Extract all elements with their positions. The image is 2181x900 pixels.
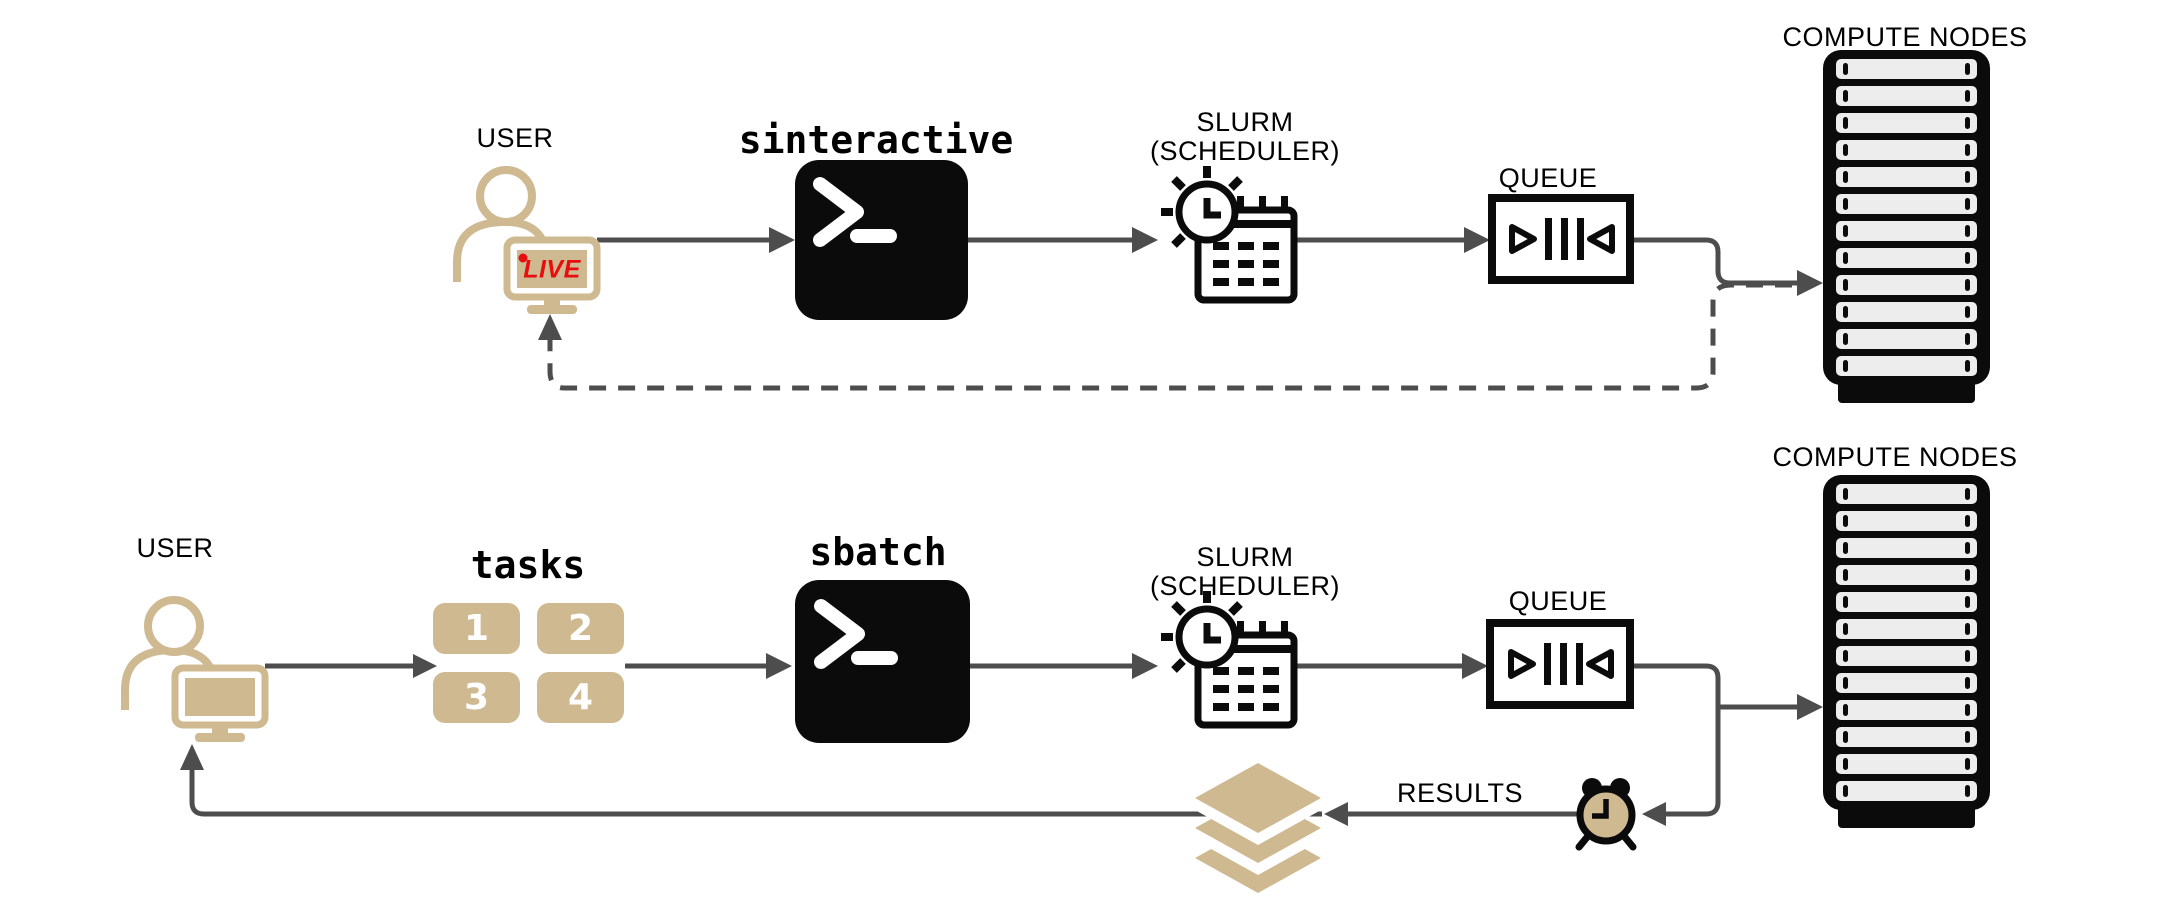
- label-queue-bottom: QUEUE: [1508, 586, 1608, 616]
- label-results: RESULTS: [1396, 778, 1524, 808]
- arrowhead-rack-bottom: [1797, 694, 1823, 720]
- terminal-prompt-chevron: [813, 177, 864, 247]
- rack-pedestal: [1838, 806, 1975, 828]
- line-queue-down-bottom: [1630, 663, 1721, 817]
- scheduler-icon-bottom: [1161, 591, 1298, 729]
- terminal-icon-sbatch: [795, 580, 970, 743]
- queue-icon-top: [1488, 194, 1634, 284]
- rack-slots: [1836, 484, 1977, 801]
- monitor-icon: [171, 664, 269, 742]
- queue-play-left: [1586, 649, 1614, 679]
- label-queue-top: QUEUE: [1498, 163, 1598, 193]
- arrowhead-results-to-user: [180, 744, 204, 770]
- user-head: [144, 596, 204, 656]
- line-stack-to-user: [189, 764, 1322, 817]
- arrowhead-slurm-bottom: [1132, 653, 1158, 679]
- label-slurm-top: SLURM (SCHEDULER): [1149, 107, 1341, 166]
- arrowhead-into-stack: [1324, 802, 1348, 826]
- terminal-icon-sinteractive: [795, 160, 968, 320]
- compute-nodes-rack-bottom: [1823, 475, 1990, 828]
- task-box-3: 3: [433, 672, 520, 723]
- calendar-date-dashes: [1213, 242, 1279, 286]
- label-compute-nodes-bottom: COMPUTE NODES: [1772, 442, 2018, 472]
- queue-play-right: [1508, 649, 1536, 679]
- label-slurm-bottom: SLURM (SCHEDULER): [1149, 542, 1341, 601]
- arrowhead-queue-bottom: [1462, 653, 1488, 679]
- label-user-bottom: USER: [136, 533, 214, 563]
- rack-slots: [1836, 59, 1977, 376]
- user-icon-bottom: [121, 596, 269, 742]
- user-icon-top: [453, 166, 601, 314]
- alarm-clock-icon: [1575, 778, 1637, 851]
- arrowhead-sbatch: [766, 653, 792, 679]
- arrowheads: [180, 227, 1823, 826]
- arrowhead-tasks: [413, 654, 437, 678]
- user-head: [476, 166, 536, 226]
- scheduler-icon-top: [1161, 166, 1298, 304]
- dashed-live-return-line: [547, 282, 1792, 391]
- calendar-date-dashes: [1213, 667, 1279, 711]
- arrowhead-queue-top: [1464, 227, 1490, 253]
- arrowhead-rack-top: [1797, 270, 1823, 296]
- scheduler-clock-hands: [1203, 623, 1221, 644]
- alarm-clock-hands: [1592, 799, 1609, 819]
- live-red-dot: [518, 253, 528, 263]
- label-tasks: tasks: [470, 543, 586, 587]
- queue-bars: [1544, 643, 1583, 685]
- rack-pedestal: [1838, 381, 1975, 403]
- results-stack-icon: [1195, 763, 1321, 893]
- label-sinteractive: sinteractive: [738, 118, 1014, 162]
- task-box-1: 1: [433, 603, 520, 654]
- arrowhead-live-to-user: [538, 314, 562, 340]
- scheduler-clock-hands: [1203, 198, 1221, 219]
- solid-connectors: [189, 237, 1800, 817]
- label-user-top: USER: [476, 123, 554, 153]
- queue-play-right: [1509, 224, 1537, 254]
- task-box-2: 2: [537, 603, 624, 654]
- label-sbatch: sbatch: [809, 530, 947, 574]
- compute-nodes-rack-top: [1823, 50, 1990, 403]
- live-badge: LIVE: [523, 255, 581, 284]
- queue-bars: [1545, 218, 1584, 260]
- queue-icon-bottom: [1486, 619, 1634, 709]
- terminal-prompt-chevron: [814, 599, 865, 669]
- label-compute-nodes-top: COMPUTE NODES: [1782, 22, 2028, 52]
- queue-play-left: [1587, 224, 1615, 254]
- arrowhead-into-clock: [1642, 802, 1666, 826]
- task-box-4: 4: [537, 672, 624, 723]
- monitor-live-icon: [503, 236, 601, 314]
- arrow-queue-to-rack-top: [1630, 237, 1800, 286]
- arrowhead-sinteractive: [769, 227, 795, 253]
- arrowhead-slurm-top: [1132, 227, 1158, 253]
